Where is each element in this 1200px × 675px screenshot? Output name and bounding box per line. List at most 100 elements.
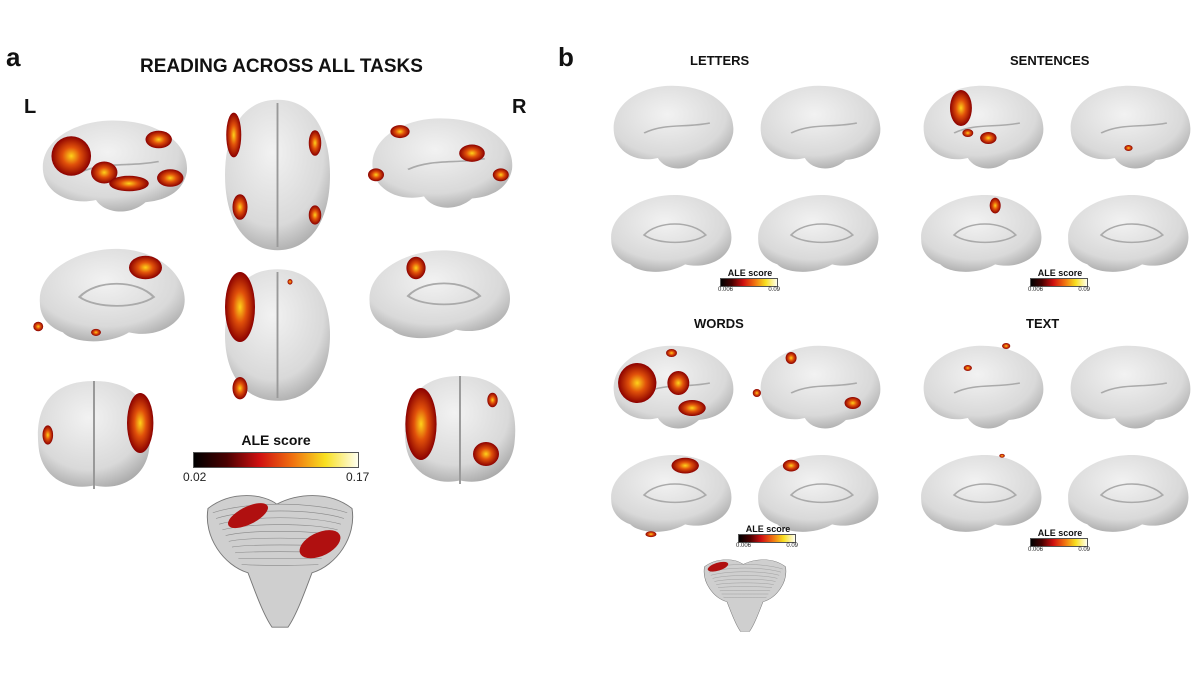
activation-cluster: [752, 389, 761, 397]
colorbar-max: 0.09: [786, 543, 798, 549]
activation-cluster: [232, 377, 248, 400]
panel-b-label: b: [558, 42, 574, 72]
colorbar-max: 0.09: [1078, 547, 1090, 553]
sulcus: [77, 282, 156, 307]
activation-cluster: [487, 392, 498, 408]
brain-surface: [923, 85, 1044, 169]
activation-cluster: [782, 459, 800, 472]
brain-surface: [760, 85, 881, 169]
panel-a-title: READING ACROSS ALL TASKS: [140, 56, 423, 77]
brain-text-right-medial: [1068, 455, 1189, 532]
sulcus: [642, 223, 708, 244]
activation-cluster: [109, 175, 149, 192]
activation-cluster: [645, 531, 657, 538]
brain-letters-right-lateral: [760, 85, 881, 169]
activation-cluster: [225, 272, 255, 342]
fold-line: [723, 596, 767, 598]
sulcus: [789, 223, 855, 244]
activation-cluster: [33, 321, 44, 332]
brain-letters-left-lateral: [613, 85, 734, 169]
brain-a-left-lateral: [42, 120, 188, 212]
activation-cluster: [678, 400, 706, 416]
activation-cluster: [145, 130, 172, 149]
brain-text-left-lateral: [923, 343, 1044, 429]
activation-cluster: [226, 112, 242, 158]
activation-cluster: [618, 363, 657, 403]
right-hemisphere-label: R: [512, 96, 527, 118]
sulcus: [1100, 122, 1168, 134]
activation-cluster: [299, 530, 341, 559]
brain-surface: [39, 248, 185, 342]
fold-line: [717, 586, 773, 588]
activation-cluster: [1124, 145, 1133, 151]
activation-cluster: [368, 168, 384, 182]
activation-cluster: [473, 442, 499, 466]
activation-cluster: [127, 393, 154, 453]
sulcus: [643, 122, 711, 134]
brain-a-superior: [225, 99, 330, 251]
brain-surface: [1070, 345, 1191, 429]
activation-cluster: [406, 256, 426, 280]
brain-words-right-medial: [758, 455, 879, 532]
colorbar: [1030, 278, 1088, 287]
colorbar-title: ALE score: [241, 432, 311, 448]
text-colorbar-legend: ALE score 0.006 0.09: [1028, 528, 1090, 555]
activation-cluster: [671, 457, 699, 474]
fold-line: [241, 563, 319, 566]
colorbar-min: 0.006: [1028, 547, 1044, 553]
activation-cluster: [1002, 343, 1011, 349]
colorbar: [193, 452, 359, 468]
fold-line: [710, 571, 780, 576]
activation-cluster: [963, 365, 972, 371]
fold-line: [716, 582, 774, 585]
colorbar: [738, 534, 796, 543]
brain-surface: [1068, 455, 1189, 532]
words-title: WORDS: [694, 316, 744, 331]
activation-cluster: [51, 136, 92, 176]
cerebellum-words: [703, 559, 787, 632]
activation-cluster: [667, 371, 690, 395]
sulcus: [642, 483, 708, 504]
sulcus: [952, 223, 1018, 244]
brain-a-right-lateral: [368, 118, 513, 208]
activation-cluster: [308, 205, 322, 225]
activation-cluster: [390, 125, 410, 139]
activation-cluster: [785, 352, 797, 364]
activation-cluster: [308, 130, 322, 156]
brain-surface: [760, 345, 881, 429]
colorbar: [720, 278, 778, 287]
colorbar-title: ALE score: [727, 268, 773, 278]
brain-text-left-medial: [921, 453, 1042, 532]
brain-surface: [372, 118, 513, 208]
sulcus: [789, 483, 855, 504]
sentences-title: SENTENCES: [1010, 53, 1090, 68]
activation-cluster: [707, 561, 729, 572]
activation-cluster: [232, 194, 248, 220]
brain-surface: [758, 455, 879, 532]
colorbar-title: ALE score: [1037, 268, 1083, 278]
colorbar-title: ALE score: [1037, 528, 1083, 538]
activation-cluster: [91, 161, 118, 184]
brain-text-right-lateral: [1070, 345, 1191, 429]
activation-cluster: [228, 503, 268, 529]
brain-surface: [613, 85, 734, 169]
brain-letters-left-medial: [611, 195, 732, 272]
colorbar-min: 0.006: [736, 543, 752, 549]
sulcus: [1100, 382, 1168, 394]
brain-sentences-right-lateral: [1070, 85, 1191, 169]
brain-surface: [923, 345, 1044, 429]
brain-a-anterior: [404, 376, 516, 484]
fold-line: [222, 524, 338, 531]
brain-surface: [611, 455, 732, 532]
activation-cluster: [980, 132, 997, 144]
activation-cluster: [844, 397, 861, 409]
activation-cluster: [989, 197, 1001, 214]
brain-surface: [1068, 195, 1189, 272]
activation-cluster: [157, 169, 184, 187]
brain-a-right-medial: [369, 250, 511, 339]
left-hemisphere-label: L: [24, 96, 37, 118]
sulcus: [1099, 483, 1165, 504]
